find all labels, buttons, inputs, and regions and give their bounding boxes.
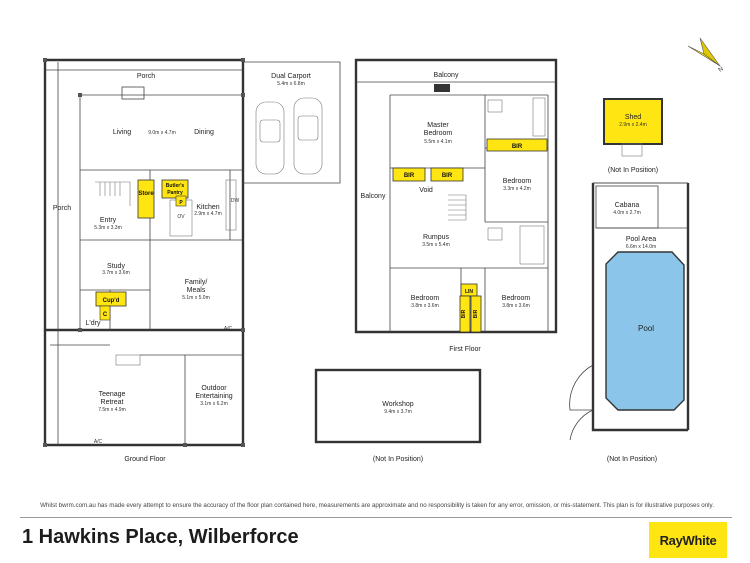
pool-area-dims: 6.6m x 14.0m (626, 244, 656, 250)
living-label: Living (113, 129, 131, 136)
master-bedroom-label-1: Master (427, 122, 449, 129)
workshop-label: Workshop (382, 401, 413, 408)
carport-label: Dual Carport (271, 73, 311, 80)
ground-floor-caption: Ground Floor (124, 456, 166, 463)
bir-v2-label: BIR (473, 309, 479, 318)
rumpus-label: Rumpus (423, 234, 450, 241)
bir-left2-label: BIR (442, 173, 453, 179)
family-meals-label-1: Family/ (185, 279, 208, 286)
bedroom-bl-label: Bedroom (411, 295, 440, 302)
dual-carport: Dual Carport 5.4m x 6.8m (243, 61, 341, 184)
outdoor-label-2: Entertaining (195, 393, 232, 400)
pool-label: Pool (638, 324, 654, 333)
bir-left2-highlight (430, 167, 464, 182)
outdoor-dims: 3.1m x 6.2m (200, 401, 228, 407)
teenage-retreat-label-2: Retreat (101, 399, 124, 406)
butlers-pantry-label-2: Pantry (167, 190, 183, 196)
shed-label: Shed (625, 114, 641, 121)
porch-side-label: Porch (53, 205, 71, 212)
raywhite-logo: RayWhite (649, 522, 727, 558)
workshop-caption: (Not In Position) (373, 456, 423, 463)
shed-dims: 2.9m x 2.4m (619, 122, 647, 128)
balcony-top-label: Balcony (434, 72, 459, 79)
first-floor-caption: First Floor (449, 346, 481, 353)
outdoor-label-1: Outdoor (201, 385, 227, 392)
rumpus-dims: 3.5m x 5.4m (422, 242, 450, 248)
north-compass-icon: N (687, 37, 725, 74)
bedroom-right-label: Bedroom (503, 178, 532, 185)
butlers-pantry-label-1: Butler's (166, 183, 185, 189)
ldry-label: L'dry (86, 320, 101, 327)
bedroom-right-dims: 3.3m x 4.2m (503, 186, 531, 192)
cabana-dims: 4.0m x 2.7m (613, 210, 641, 216)
pantry-p-label: P (179, 200, 183, 206)
brand-text: RayWhite (659, 532, 717, 548)
kitchen-label: Kitchen (196, 204, 219, 211)
workshop: Workshop 9.4m x 3.7m (Not In Position) (314, 368, 482, 463)
workshop-dims: 9.4m x 3.7m (384, 409, 412, 415)
ov-label: OV (177, 214, 185, 220)
carport-dims: 5.4m x 6.8m (277, 81, 305, 87)
living-dims: 9.0m x 4.7m (148, 130, 176, 136)
study-dims: 3.7m x 3.6m (102, 270, 130, 276)
pantry-p-highlight (175, 195, 187, 207)
cabana-label: Cabana (615, 202, 640, 209)
porch-top-label: Porch (137, 73, 155, 80)
bir-right-highlight (486, 138, 548, 152)
family-meals-dims: 5.1m x 5.0m (182, 295, 210, 301)
cupd-label: Cup'd (103, 298, 120, 304)
bir-v2-highlight (470, 295, 482, 333)
pool-area: Cabana 4.0m x 2.7m Pool Area 6.6m x 14.0… (569, 182, 690, 463)
cupd-highlight (95, 291, 127, 307)
lin-label: LIN (465, 289, 473, 295)
pool-area-label: Pool Area (626, 236, 656, 243)
pool-shape (605, 251, 685, 411)
dining-label: Dining (194, 129, 214, 136)
entry-label: Entry (100, 217, 117, 224)
entry-dims: 5.3m x 3.3m (94, 225, 122, 231)
floor-plan: Porch Living 9.0m x 4.7m Dining Porch St… (43, 37, 725, 463)
dw-label: DW (231, 198, 240, 204)
ground-floor-plan: Porch Living 9.0m x 4.7m Dining Porch St… (43, 58, 245, 463)
pool-caption: (Not In Position) (607, 456, 657, 463)
shed: Shed 2.9m x 2.4m (Not In Position) (603, 98, 663, 174)
shed-caption: (Not In Position) (608, 167, 658, 174)
master-bedroom-dims: 5.5m x 4.1m (424, 139, 452, 145)
study-label: Study (107, 263, 125, 270)
ldry-c-highlight (99, 305, 111, 321)
family-meals-label-2: Meals (187, 287, 206, 294)
ac-label-2: A/C (94, 439, 103, 445)
kitchen-dims: 2.9m x 4.7m (194, 211, 222, 217)
teenage-retreat-dims: 7.5m x 4.9m (98, 407, 126, 413)
teenage-retreat-label-1: Teenage (99, 391, 126, 398)
bir-v1-label: BIR (461, 309, 467, 318)
bir-left1-label: BIR (404, 173, 415, 179)
ac-label-1: A/C (224, 326, 233, 332)
footer-divider (20, 517, 732, 518)
store-label: Store (138, 191, 154, 197)
bir-v1-highlight (459, 295, 471, 333)
store-highlight (137, 179, 155, 219)
bir-left1-highlight (392, 167, 426, 182)
bedroom-br-dims: 3.8m x 3.6m (502, 303, 530, 309)
bir-right-label: BIR (512, 144, 523, 150)
butlers-pantry-highlight (161, 179, 189, 199)
first-floor-plan: Balcony Master Bedroom 5.5m x 4.1m BIR B… (354, 58, 558, 353)
ldry-c-label: C (103, 312, 108, 318)
disclaimer-text: Whilst bwrm.com.au has made every attemp… (40, 502, 714, 509)
compass-letter: N (718, 66, 725, 73)
master-bedroom-label-2: Bedroom (424, 130, 453, 137)
bedroom-br-label: Bedroom (502, 295, 531, 302)
property-address: 1 Hawkins Place, Wilberforce (22, 526, 299, 548)
bedroom-bl-dims: 3.8m x 3.6m (411, 303, 439, 309)
balcony-side-label: Balcony (361, 193, 386, 200)
void-label: Void (419, 187, 433, 194)
